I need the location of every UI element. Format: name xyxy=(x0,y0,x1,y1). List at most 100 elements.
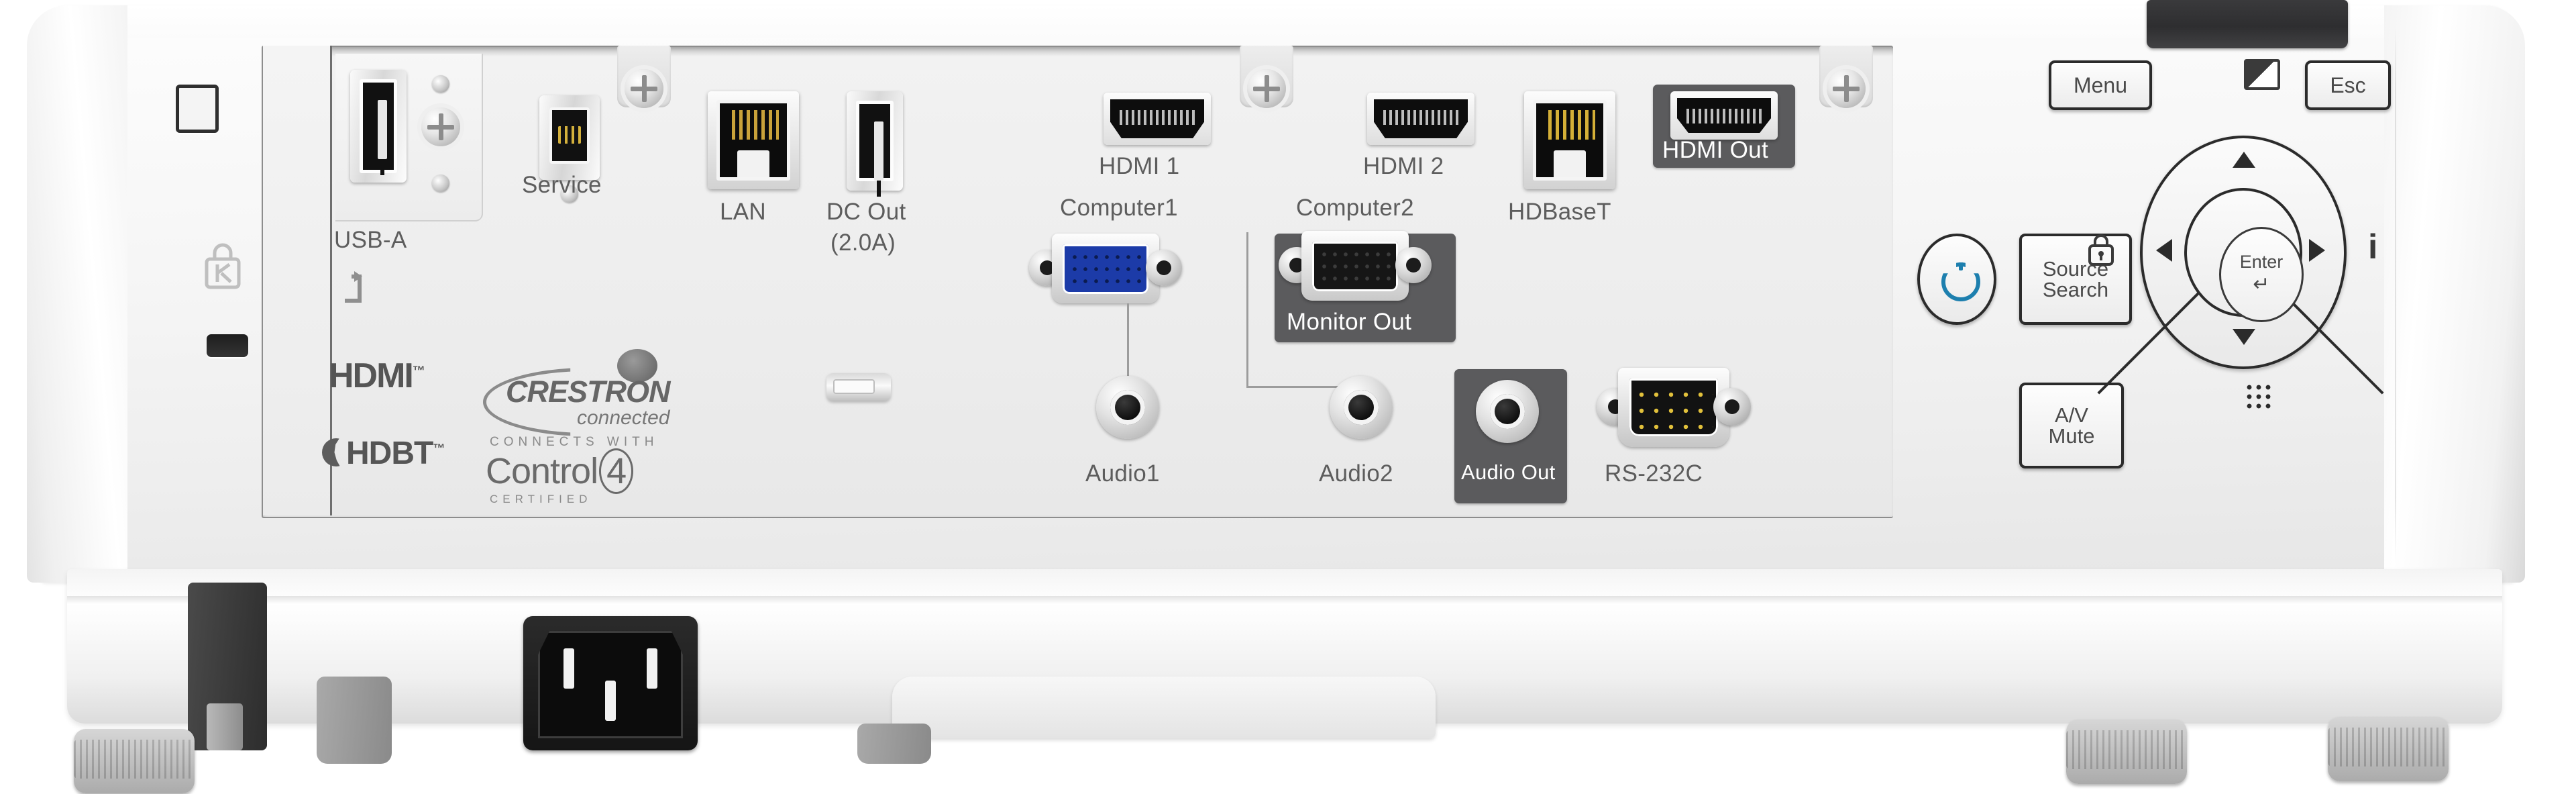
test-pattern-icon xyxy=(2245,383,2274,412)
av-mute-line2: Mute xyxy=(2048,424,2095,448)
control4-top-text: CONNECTS WITH xyxy=(490,435,659,449)
hdmi-logo-text: HDMI xyxy=(329,356,414,395)
power-button[interactable] xyxy=(1917,234,1996,325)
lan-port[interactable] xyxy=(708,91,799,189)
ac-pin-right xyxy=(647,648,657,689)
enter-button[interactable]: Enter ↵ xyxy=(2219,227,2304,322)
hdbt-logo-text: HDBT xyxy=(346,436,433,471)
trace-computer1-audio1 xyxy=(1127,303,1129,385)
computer2-label: Computer2 xyxy=(1296,195,1414,221)
computer1-port[interactable] xyxy=(1029,234,1182,303)
service-port[interactable] xyxy=(539,95,600,180)
source-search-line1: Source xyxy=(2042,257,2109,281)
dc-out-port[interactable] xyxy=(847,91,903,191)
tray-shadow xyxy=(263,47,1893,56)
kensington-lock-icon xyxy=(203,242,243,290)
rs232c-label: RS-232C xyxy=(1605,460,1703,487)
hdmi-out-port[interactable] xyxy=(1670,91,1778,140)
dpad: Enter ↵ xyxy=(2097,136,2384,395)
audio2-port[interactable] xyxy=(1330,376,1393,439)
certification-logos: HDMI™ HDBT™ CRESTRON connected CONNECTS … xyxy=(315,341,798,509)
usb-a-port[interactable] xyxy=(350,70,407,183)
indicator-dot-bottom xyxy=(432,175,449,192)
hdmi-logo-tm: ™ xyxy=(412,364,425,379)
hdmi-logo: HDMI™ xyxy=(329,356,425,396)
computer1-label: Computer1 xyxy=(1060,195,1178,221)
screw-2 xyxy=(1247,69,1286,108)
info-icon: i xyxy=(2368,228,2378,266)
rs232c-port[interactable] xyxy=(1597,368,1751,447)
dc-out-label: DC Out xyxy=(826,199,906,225)
foot-post-mid xyxy=(857,724,931,764)
hdmi2-port[interactable] xyxy=(1367,93,1474,145)
crestron-orb-icon xyxy=(617,349,657,383)
source-search-button[interactable]: Source Search xyxy=(2019,234,2132,325)
screen-icon xyxy=(2244,59,2280,90)
vga2-nut-right xyxy=(1395,247,1432,283)
projector-rear-panel: USB-A Service LAN DC Out (2.0A) HDMI 1 H… xyxy=(27,0,2549,793)
ac-pin-left xyxy=(564,648,574,689)
lan-label: LAN xyxy=(720,199,766,225)
source-search-line2: Search xyxy=(2042,278,2109,301)
hdbt-logo-tm: ™ xyxy=(433,442,445,455)
top-handle-nub xyxy=(2147,0,2348,48)
hdbt-logo: HDBT™ xyxy=(322,435,445,472)
hdbaset-label: HDBaseT xyxy=(1508,199,1611,225)
service-label: Service xyxy=(522,172,602,198)
screw-1 xyxy=(625,69,663,108)
hdmi1-label: HDMI 1 xyxy=(1099,153,1180,179)
dpad-up-button[interactable] xyxy=(2233,152,2255,168)
audio-out-label: Audio Out xyxy=(1461,460,1556,484)
control4-main-text: Control xyxy=(486,451,598,491)
adjustable-foot-mid-right xyxy=(2066,719,2187,784)
dpad-right-button[interactable] xyxy=(2309,239,2325,262)
lower-shelf xyxy=(67,596,2502,604)
av-mute-line1: A/V xyxy=(2055,403,2088,427)
center-bump xyxy=(892,677,1436,738)
service-indicator-dot xyxy=(561,185,578,203)
adjustable-foot-left xyxy=(74,729,195,793)
usb-a-label: USB-A xyxy=(334,227,407,253)
computer2-port[interactable] xyxy=(1279,231,1432,301)
dsub-nut-right xyxy=(1713,388,1751,426)
chassis-edge-line xyxy=(2395,26,2396,562)
blank-plate-panel xyxy=(263,46,332,515)
usb-flag-icon xyxy=(339,266,370,307)
esc-button[interactable]: Esc xyxy=(2305,60,2391,110)
dc-out-sublabel: (2.0A) xyxy=(830,230,896,256)
crestron-logo-text: CRESTRON xyxy=(506,375,671,409)
dpad-left-button[interactable] xyxy=(2156,239,2172,262)
hdmi1-port[interactable] xyxy=(1104,93,1211,145)
control4-bottom-text: CERTIFIED xyxy=(490,493,592,505)
hdbaset-port[interactable] xyxy=(1524,91,1615,189)
screw-usb xyxy=(421,107,460,146)
trace-computer2-horiz xyxy=(1246,386,1347,388)
menu-button[interactable]: Menu xyxy=(2049,60,2152,110)
control-panel: Menu Esc Source Search A/V Mute xyxy=(1905,47,2402,517)
trace-computer2-vert xyxy=(1246,232,1248,388)
adjustable-foot-right xyxy=(2328,717,2449,781)
menu-button-label: Menu xyxy=(2073,73,2128,97)
chassis-right-cap xyxy=(2384,5,2525,583)
audio-out-port[interactable] xyxy=(1476,380,1539,443)
indicator-dot-top xyxy=(432,75,449,93)
vga-nut-right xyxy=(1146,250,1182,286)
ac-inlet-mouth xyxy=(538,631,683,738)
dpad-inner-ring: Enter ↵ xyxy=(2184,188,2304,322)
av-mute-button[interactable]: A/V Mute xyxy=(2019,383,2124,468)
enter-button-label: Enter xyxy=(2239,252,2284,272)
esc-button-label: Esc xyxy=(2330,73,2366,97)
crestron-logo-sub: connected xyxy=(577,407,670,429)
ac-power-inlet[interactable] xyxy=(523,616,698,750)
screw-3 xyxy=(1827,69,1866,108)
chassis-left-cap xyxy=(27,5,127,583)
audio1-port[interactable] xyxy=(1096,376,1159,439)
ac-pin-ground xyxy=(605,681,616,721)
crestron-logo: CRESTRON connected xyxy=(483,345,704,436)
kensington-security-slot xyxy=(207,334,248,357)
foot-stem-left xyxy=(207,703,243,750)
audio1-label: Audio1 xyxy=(1085,460,1160,487)
dpad-down-button[interactable] xyxy=(2233,329,2255,345)
